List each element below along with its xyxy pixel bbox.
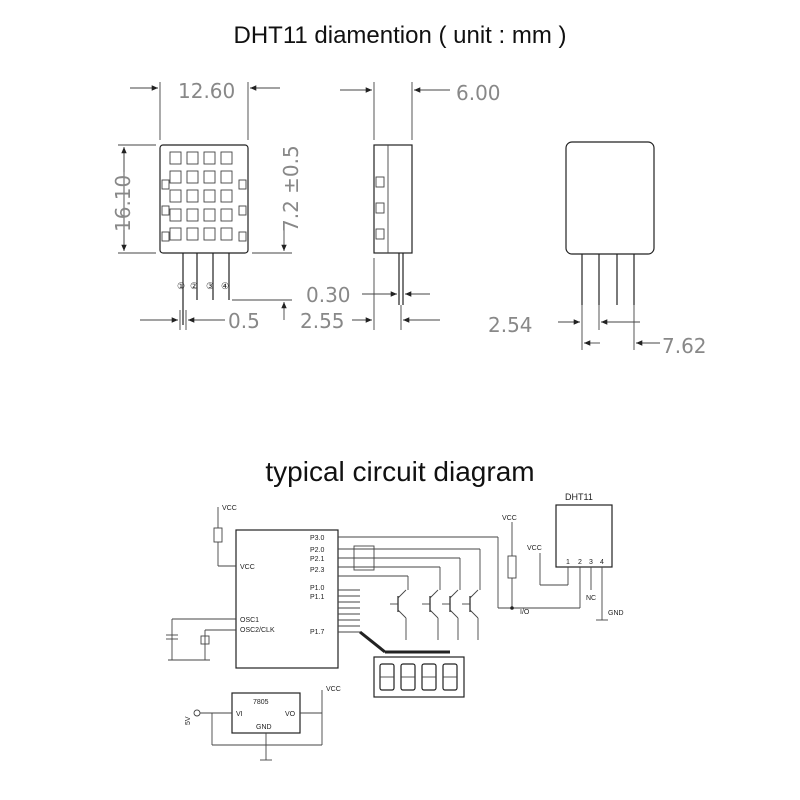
dim-pin-offset: 2.55 bbox=[300, 309, 345, 333]
pin-p20: P2.0 bbox=[310, 547, 325, 554]
grille-hole bbox=[203, 151, 216, 165]
grille-side-hole bbox=[238, 231, 247, 242]
grille-side-hole bbox=[238, 179, 247, 190]
transistor-array bbox=[390, 589, 479, 640]
grille-hole bbox=[220, 208, 233, 222]
reg-vcc-label: VCC bbox=[326, 686, 341, 693]
dim-pin-pitch: 2.54 bbox=[488, 313, 533, 337]
grille-hole bbox=[203, 227, 216, 241]
sensor-grille bbox=[161, 151, 247, 242]
grille-hole bbox=[203, 208, 216, 222]
dht-pin-3: 3 bbox=[589, 559, 593, 566]
dht11-module bbox=[555, 504, 613, 568]
grille-hole bbox=[169, 151, 182, 165]
pin-p11: P1.1 bbox=[310, 594, 325, 601]
front-view: ① ② ③ ④ 12.60 16.10 7.2 ±0.5 0.5 bbox=[111, 79, 303, 333]
grille-hole bbox=[169, 170, 182, 184]
dimension-title: DHT11 diamention ( unit : mm ) bbox=[233, 22, 567, 49]
grille-hole bbox=[169, 227, 182, 241]
dim-pin-thickness: 0.30 bbox=[306, 283, 351, 307]
display-digits bbox=[379, 663, 458, 691]
grille-side-hole bbox=[161, 231, 170, 242]
grille-hole bbox=[186, 189, 199, 203]
grille-hole bbox=[186, 227, 199, 241]
io-label: I/O bbox=[520, 609, 530, 616]
grille-hole bbox=[220, 151, 233, 165]
sensor-body-back bbox=[565, 141, 655, 255]
mcu-chip bbox=[235, 529, 339, 669]
regulator-label: 7805 bbox=[253, 699, 269, 706]
dht-pin-4: 4 bbox=[600, 559, 604, 566]
reg-gnd-label: GND bbox=[256, 724, 272, 731]
pin-p17: P1.7 bbox=[310, 629, 325, 636]
vo-label: VO bbox=[285, 711, 296, 718]
grille-side-hole bbox=[238, 205, 247, 216]
grille-hole bbox=[186, 151, 199, 165]
grille-hole bbox=[220, 189, 233, 203]
mcu-vcc-label: VCC bbox=[240, 564, 255, 571]
pin-p21: P2.1 bbox=[310, 556, 325, 563]
nc-label: NC bbox=[586, 595, 596, 602]
grille-hole bbox=[220, 170, 233, 184]
side-view: 6.00 0.30 2.55 bbox=[300, 81, 501, 333]
pin-p30: P3.0 bbox=[310, 535, 325, 542]
grille-hole bbox=[203, 189, 216, 203]
gnd-label: GND bbox=[608, 610, 624, 617]
sensor-body-side bbox=[373, 144, 413, 254]
grille-hole bbox=[220, 227, 233, 241]
dht-vcc-label: VCC bbox=[527, 545, 542, 552]
back-view: 2.54 7.62 bbox=[488, 141, 707, 358]
circuit-title: typical circuit diagram bbox=[265, 456, 535, 487]
transistor-symbol bbox=[462, 589, 479, 640]
dht-pin-1: 1 bbox=[566, 559, 570, 566]
seven-segment-display bbox=[373, 656, 465, 698]
pin-number: ④ bbox=[221, 281, 229, 291]
grille-hole bbox=[169, 208, 182, 222]
transistor-symbol bbox=[390, 589, 407, 640]
pin-p10: P1.0 bbox=[310, 585, 325, 592]
dim-pin-width: 0.5 bbox=[228, 309, 260, 333]
dim-pin-span: 7.62 bbox=[662, 334, 707, 358]
transistor-symbol bbox=[442, 589, 459, 640]
pin-number: ③ bbox=[206, 281, 214, 291]
dht11-label: DHT11 bbox=[565, 492, 593, 502]
osc1-label: OSC1 bbox=[240, 617, 259, 624]
grille-hole bbox=[169, 189, 182, 203]
sensor-body-front bbox=[159, 144, 249, 254]
dim-width: 12.60 bbox=[178, 79, 235, 103]
grille-side-hole bbox=[161, 179, 170, 190]
grille-hole bbox=[203, 170, 216, 184]
grille-hole bbox=[186, 170, 199, 184]
grille-side-hole bbox=[161, 205, 170, 216]
osc2-label: OSC2/CLK bbox=[240, 627, 275, 634]
pin-number: ② bbox=[190, 281, 198, 291]
circuit-diagram: VCC VCC OSC1 OSC2/CLK P3.0 P2.0 P2.1 P2.… bbox=[166, 492, 624, 761]
grille-hole bbox=[186, 208, 199, 222]
dht-pin-2: 2 bbox=[578, 559, 582, 566]
pin-p23: P2.3 bbox=[310, 567, 325, 574]
input-label: 5V bbox=[185, 716, 192, 725]
transistor-symbol bbox=[422, 589, 439, 640]
vcc-label: VCC bbox=[222, 505, 237, 512]
pin-number: ① bbox=[177, 281, 185, 291]
pullup-vcc-label: VCC bbox=[502, 515, 517, 522]
dim-depth: 6.00 bbox=[456, 81, 501, 105]
dim-pin-length: 7.2 ±0.5 bbox=[279, 145, 303, 232]
p1-bus bbox=[338, 589, 360, 633]
dim-height: 16.10 bbox=[111, 175, 135, 232]
vi-label: VI bbox=[236, 711, 243, 718]
